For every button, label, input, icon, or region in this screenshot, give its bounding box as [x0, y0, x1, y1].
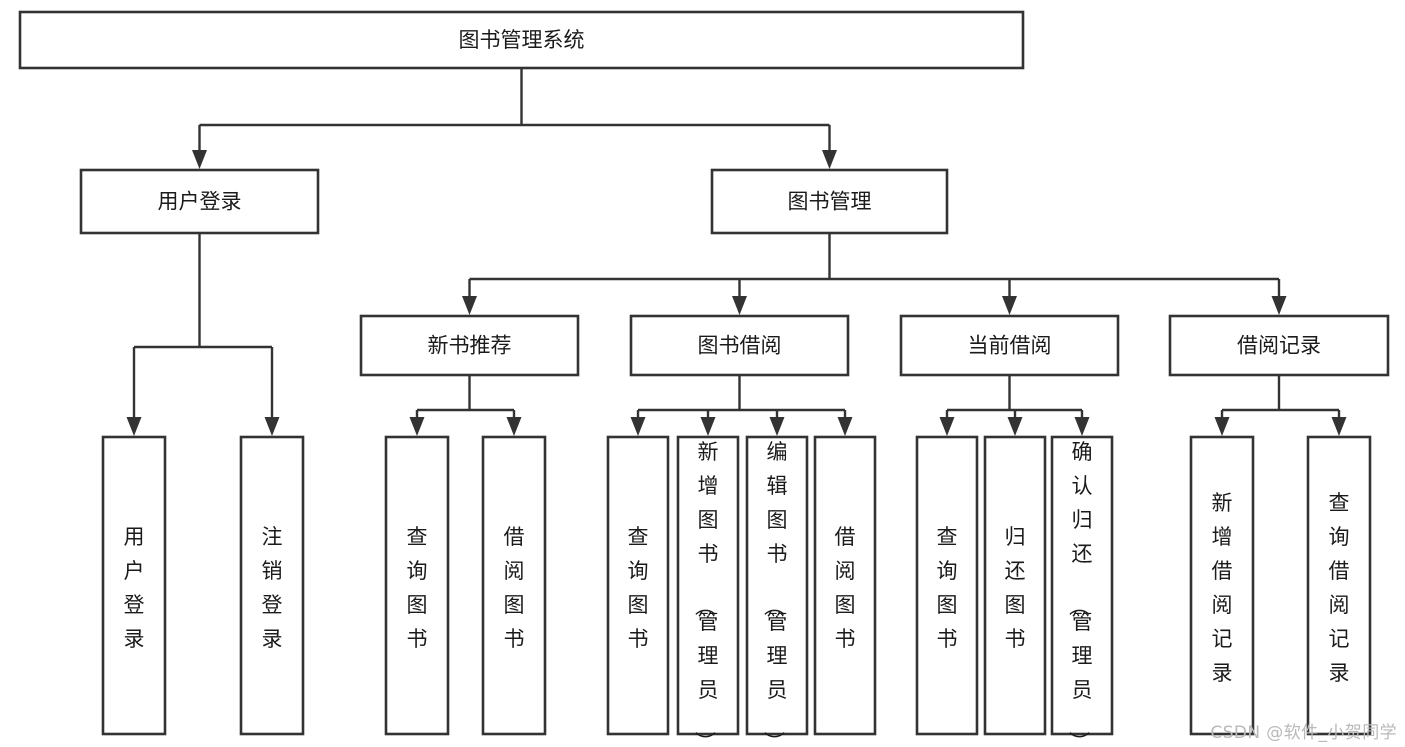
node-box-leaf_01[interactable] [101, 435, 167, 736]
edge-group-user_login [126, 233, 280, 436]
node-box-leaf_03[interactable] [384, 435, 450, 736]
node-new_book_rec[interactable]: 新书推荐 [359, 314, 580, 377]
node-label-leaf_11: 确认归还（管理员） [1067, 440, 1093, 747]
edge-group-borrow_record [1214, 375, 1347, 436]
node-label-leaf_12: 新增借阅记录 [1212, 491, 1233, 685]
node-box-leaf_04[interactable] [481, 435, 547, 736]
node-box-new_book_rec[interactable] [359, 314, 580, 377]
node-box-leaf_13[interactable] [1306, 435, 1372, 736]
node-user_login[interactable]: 用户登录 [79, 168, 320, 235]
node-leaf_07[interactable]: 编辑图书（管理员） [745, 435, 809, 747]
node-borrow_record[interactable]: 借阅记录 [1168, 314, 1390, 377]
node-label-leaf_01: 用户登录 [124, 525, 145, 651]
edge-group-new_book_rec [409, 375, 522, 436]
node-label-current_borrow: 当前借阅 [968, 334, 1052, 358]
node-box-user_login[interactable] [79, 168, 320, 235]
edge-group-book_borrow [630, 375, 853, 436]
node-label-book_manage: 图书管理 [788, 190, 872, 214]
nodes-layer: 图书管理系统用户登录图书管理新书推荐图书借阅当前借阅借阅记录用户登录注销登录查询… [18, 10, 1390, 747]
node-leaf_10[interactable]: 归还图书 [983, 435, 1047, 736]
node-box-leaf_11[interactable] [1050, 435, 1114, 736]
edge-group-root [192, 68, 837, 169]
node-label-user_login: 用户登录 [158, 190, 242, 214]
node-label-leaf_03: 查询图书 [407, 525, 428, 651]
node-label-leaf_08: 借阅图书 [835, 525, 856, 651]
node-leaf_12[interactable]: 新增借阅记录 [1189, 435, 1255, 736]
node-label-leaf_04: 借阅图书 [504, 525, 525, 651]
edges-layer [126, 68, 1347, 436]
node-leaf_06[interactable]: 新增图书（管理员） [676, 435, 740, 747]
node-label-borrow_record: 借阅记录 [1237, 334, 1321, 358]
node-leaf_02[interactable]: 注销登录 [239, 435, 305, 736]
node-label-root: 图书管理系统 [459, 28, 585, 52]
node-leaf_03[interactable]: 查询图书 [384, 435, 450, 736]
node-label-new_book_rec: 新书推荐 [428, 334, 512, 358]
node-box-leaf_05[interactable] [606, 435, 670, 736]
node-label-leaf_09: 查询图书 [937, 525, 958, 651]
node-leaf_08[interactable]: 借阅图书 [813, 435, 877, 736]
node-label-leaf_07: 编辑图书（管理员） [762, 440, 788, 747]
node-box-leaf_09[interactable] [915, 435, 979, 736]
node-box-leaf_07[interactable] [745, 435, 809, 736]
node-box-leaf_02[interactable] [239, 435, 305, 736]
node-book_manage[interactable]: 图书管理 [710, 168, 949, 235]
node-leaf_01[interactable]: 用户登录 [101, 435, 167, 736]
node-box-book_borrow[interactable] [629, 314, 850, 377]
node-box-root[interactable] [18, 10, 1025, 70]
node-label-leaf_05: 查询图书 [628, 525, 649, 651]
node-label-leaf_13: 查询借阅记录 [1329, 491, 1350, 685]
node-leaf_11[interactable]: 确认归还（管理员） [1050, 435, 1114, 747]
node-leaf_04[interactable]: 借阅图书 [481, 435, 547, 736]
node-box-book_manage[interactable] [710, 168, 949, 235]
node-current_borrow[interactable]: 当前借阅 [899, 314, 1120, 377]
node-box-leaf_12[interactable] [1189, 435, 1255, 736]
node-box-leaf_08[interactable] [813, 435, 877, 736]
node-leaf_13[interactable]: 查询借阅记录 [1306, 435, 1372, 736]
node-box-leaf_06[interactable] [676, 435, 740, 736]
edge-group-book_manage [462, 233, 1287, 315]
node-box-borrow_record[interactable] [1168, 314, 1390, 377]
edge-group-current_borrow [939, 375, 1090, 436]
node-root[interactable]: 图书管理系统 [18, 10, 1025, 70]
node-leaf_09[interactable]: 查询图书 [915, 435, 979, 736]
node-label-leaf_02: 注销登录 [262, 525, 283, 651]
node-label-book_borrow: 图书借阅 [698, 334, 782, 358]
node-label-leaf_06: 新增图书（管理员） [693, 440, 719, 747]
node-label-leaf_10: 归还图书 [1005, 525, 1026, 651]
node-box-current_borrow[interactable] [899, 314, 1120, 377]
node-book_borrow[interactable]: 图书借阅 [629, 314, 850, 377]
node-leaf_05[interactable]: 查询图书 [606, 435, 670, 736]
node-box-leaf_10[interactable] [983, 435, 1047, 736]
